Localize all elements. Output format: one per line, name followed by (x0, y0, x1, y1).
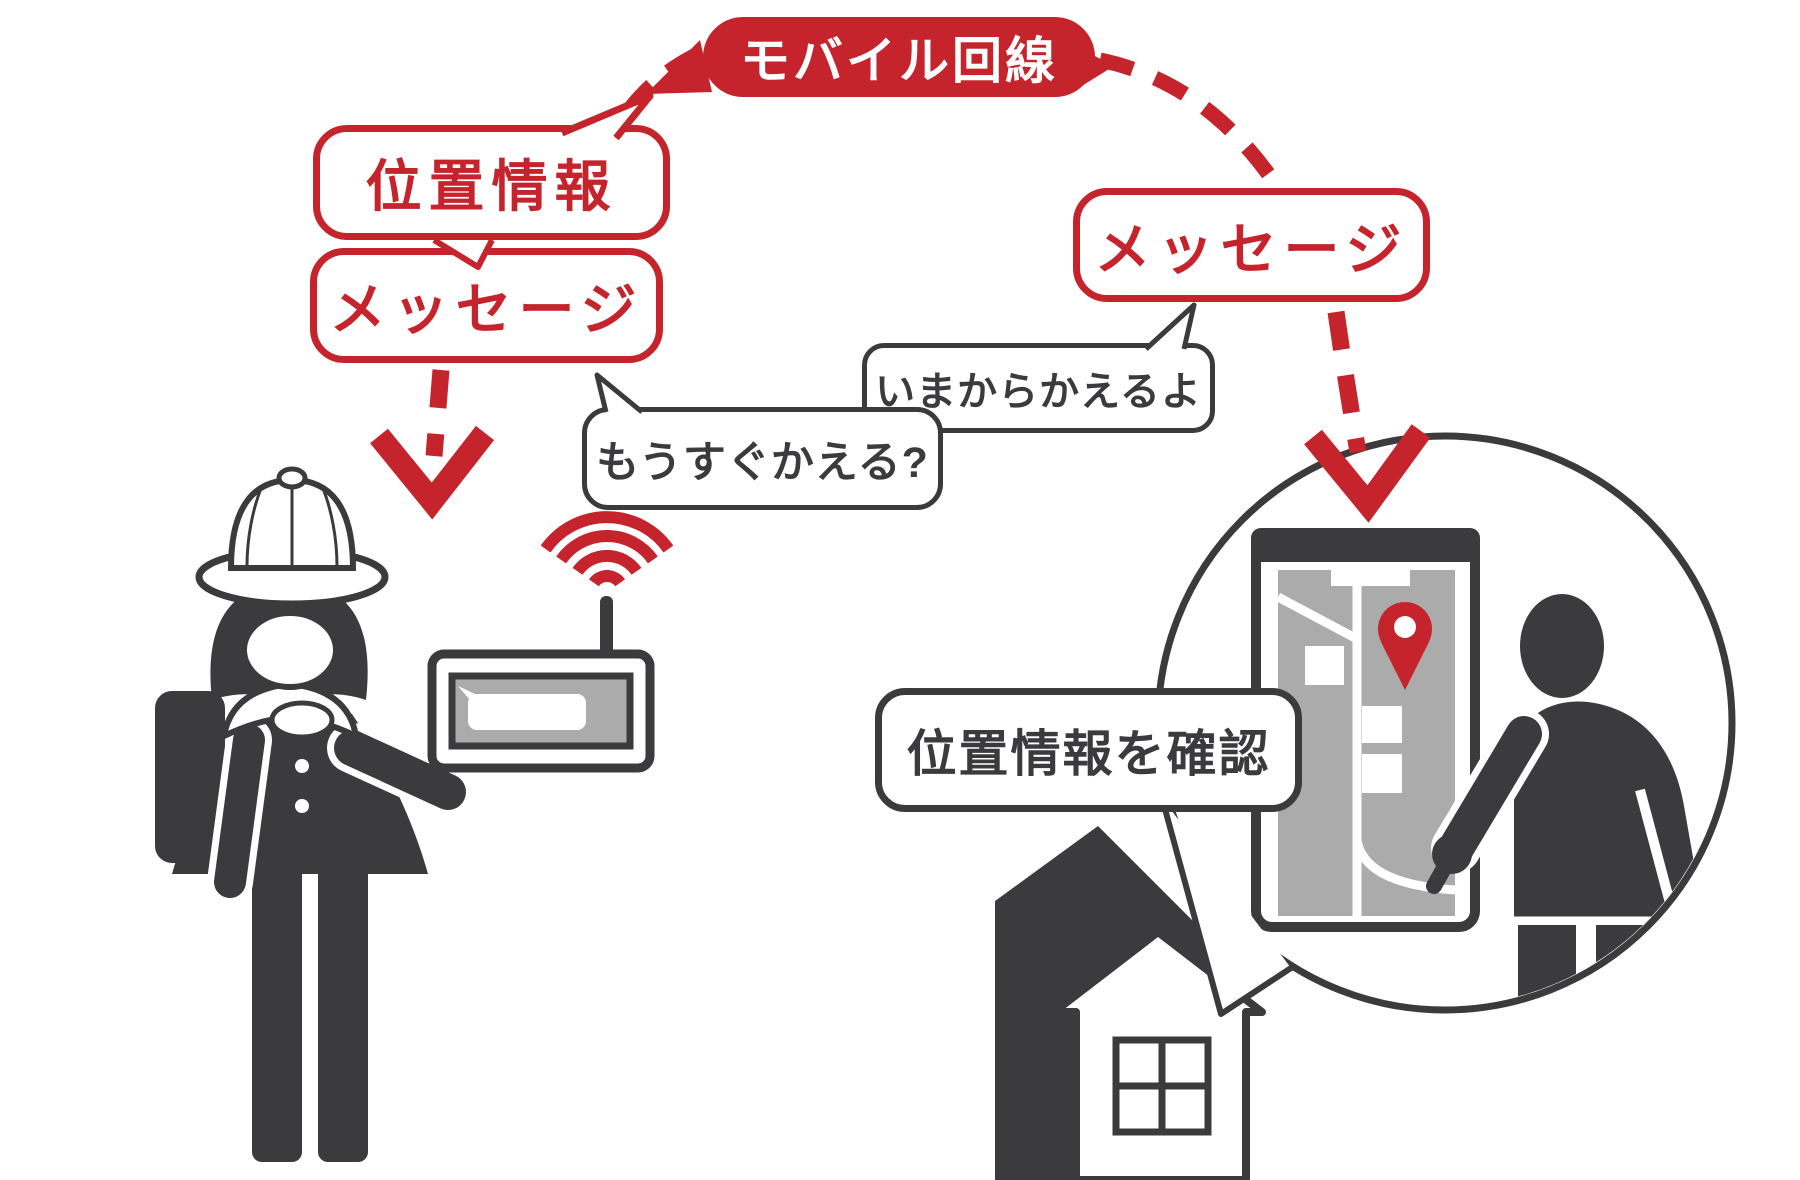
circle-tail (1159, 795, 1294, 1017)
button (295, 799, 309, 813)
parent-arm (1438, 716, 1542, 866)
child-chat-bubble: もうすぐかえる? (582, 407, 943, 510)
map-block (1362, 706, 1402, 743)
message-label-left: メッセージ (310, 248, 663, 363)
map-block (1362, 754, 1402, 793)
message-label-right: メッセージ (1073, 188, 1430, 302)
down-arrow-icon (1304, 424, 1431, 523)
phone-top-bezel (1251, 528, 1480, 562)
phone-notch (1331, 570, 1410, 586)
left-arm (214, 724, 265, 898)
right-leg (318, 862, 368, 1162)
left-leg (252, 862, 302, 1162)
down-arrow-left (370, 369, 495, 520)
parent-chat-bubble: いまからかえるよ (862, 343, 1215, 433)
location-check-circle (1154, 432, 1736, 1014)
check-location-label: 位置情報を確認 (875, 688, 1302, 812)
button (295, 759, 309, 773)
child-figure (149, 466, 473, 1162)
network-arc-right (1098, 52, 1281, 187)
face (241, 610, 339, 690)
map-block (1305, 646, 1344, 685)
antenna (600, 596, 613, 660)
location-pin-icon (1378, 602, 1432, 690)
screen-message-bubble (468, 694, 586, 730)
down-arrow-icon (370, 425, 495, 520)
parent-torso (1514, 701, 1697, 924)
network-arc-left (619, 49, 698, 119)
round-collar (269, 700, 335, 740)
location-info-label: 位置情報 (313, 125, 670, 240)
wifi-signal-icon (540, 511, 674, 587)
down-arrow-right (1304, 310, 1431, 523)
parent-head (1520, 594, 1604, 698)
gps-device (427, 511, 674, 773)
parent-figure (1426, 594, 1697, 1006)
right-arm (334, 730, 466, 810)
hat-knob (276, 466, 308, 490)
mobile-network-badge: モバイル回線 (703, 17, 1095, 97)
house-icon (995, 826, 1266, 1180)
parent-leg (1518, 925, 1576, 1006)
